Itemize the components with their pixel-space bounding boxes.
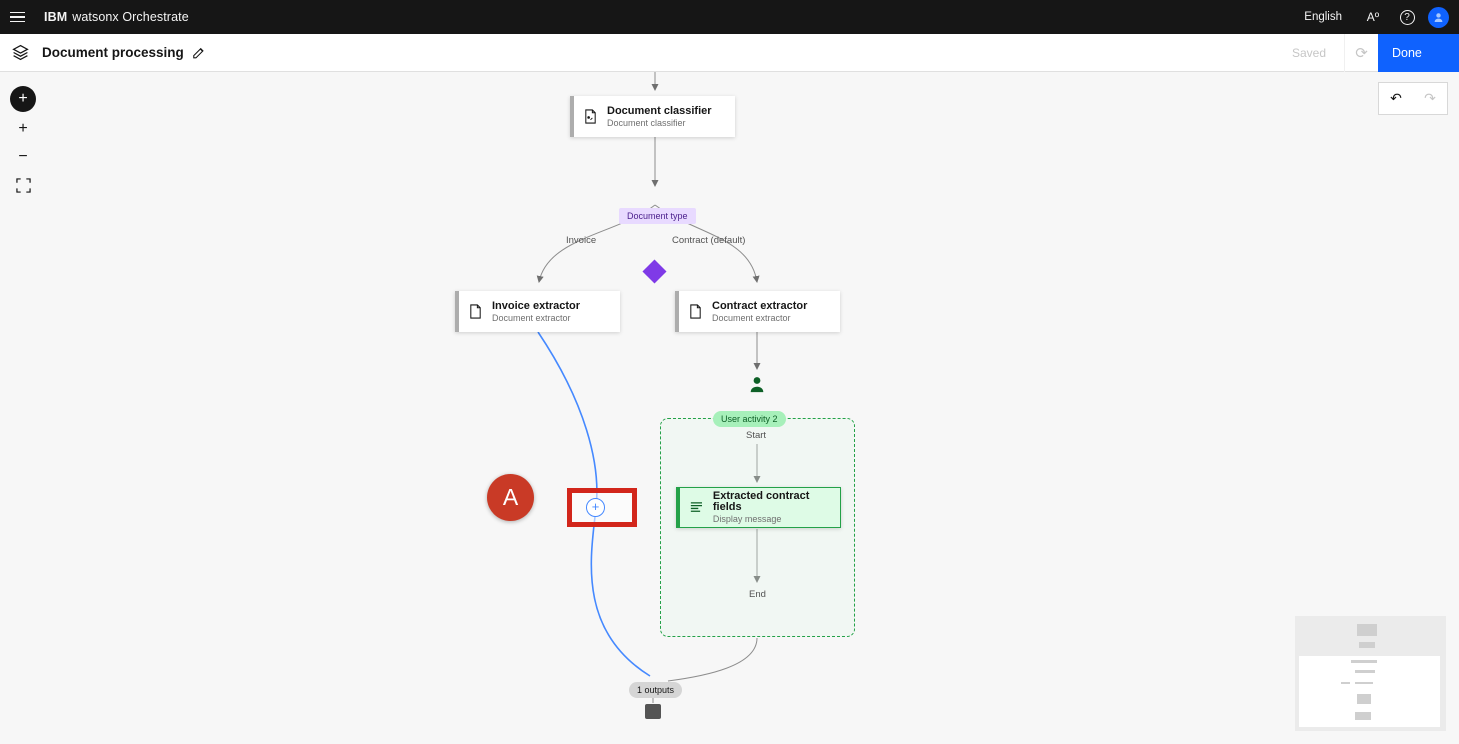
brand-title: IBM watsonx Orchestrate <box>44 10 189 24</box>
help-icon[interactable]: ? <box>1390 0 1424 34</box>
user-activity-icon[interactable] <box>748 375 766 394</box>
branch-label-contract: Contract (default) <box>672 235 745 246</box>
node-extracted-contract-fields[interactable]: Extracted contract fields Display messag… <box>676 487 841 528</box>
app-header: IBM watsonx Orchestrate English Aº ? <box>0 0 1459 34</box>
display-message-icon <box>689 500 704 515</box>
version-history-icon[interactable]: ⟳ <box>1344 34 1378 72</box>
minimap-node <box>1355 712 1371 720</box>
outputs-badge[interactable]: 1 outputs <box>629 682 682 698</box>
node-document-classifier[interactable]: Document classifier Document classifier <box>570 96 735 137</box>
node-title: Extracted contract fields <box>713 491 840 513</box>
canvas-tools: + + − <box>8 86 38 196</box>
node-subtitle: Display message <box>713 515 840 524</box>
flow-title: Document processing <box>42 45 184 60</box>
minimap-node <box>1357 624 1377 636</box>
avatar[interactable] <box>1428 7 1449 28</box>
flow-edges <box>0 72 1459 744</box>
node-title: Invoice extractor <box>492 301 580 312</box>
flow-end-node[interactable] <box>645 704 661 719</box>
undo-redo-panel: ↶ ↷ <box>1378 82 1448 115</box>
minimap-node <box>1355 670 1375 673</box>
node-subtitle: Document extractor <box>712 314 807 323</box>
save-status: Saved <box>1292 46 1326 60</box>
document-extractor-icon <box>688 304 703 319</box>
flow-canvas[interactable]: Document classifier Document classifier … <box>0 72 1459 744</box>
minimap-node <box>1359 642 1375 648</box>
branch-label-invoice: Invoice <box>566 235 596 246</box>
user-icon <box>1433 12 1444 23</box>
document-classifier-icon <box>583 109 598 124</box>
node-subtitle: Document classifier <box>607 119 712 128</box>
menu-icon[interactable] <box>0 0 34 34</box>
brand-prefix: IBM <box>44 10 67 24</box>
fit-to-screen-icon[interactable] <box>11 174 35 196</box>
node-title: Contract extractor <box>712 301 807 312</box>
text-settings-icon[interactable]: Aº <box>1356 0 1390 34</box>
layers-icon[interactable] <box>0 34 40 72</box>
brand-name: watsonx Orchestrate <box>72 10 189 24</box>
minimap-node <box>1357 694 1371 704</box>
annotation-marker-a: A <box>487 474 534 521</box>
end-label: End <box>749 589 766 600</box>
add-node-button[interactable]: + <box>10 86 36 112</box>
minimap[interactable] <box>1295 616 1446 731</box>
user-activity-label[interactable]: User activity 2 <box>713 411 786 427</box>
edit-title-icon[interactable] <box>192 46 206 60</box>
node-subtitle: Document extractor <box>492 314 580 323</box>
node-title: Document classifier <box>607 106 712 117</box>
add-node-on-edge-button[interactable]: + <box>586 498 605 517</box>
language-selector[interactable]: English <box>1290 11 1356 23</box>
decision-label: Document type <box>619 208 696 224</box>
start-label: Start <box>746 430 766 441</box>
minimap-node <box>1351 660 1377 663</box>
redo-icon[interactable]: ↷ <box>1424 90 1436 107</box>
node-invoice-extractor[interactable]: Invoice extractor Document extractor <box>455 291 620 332</box>
done-button[interactable]: Done <box>1378 34 1459 72</box>
document-extractor-icon <box>468 304 483 319</box>
zoom-out-button[interactable]: − <box>11 146 35 168</box>
node-contract-extractor[interactable]: Contract extractor Document extractor <box>675 291 840 332</box>
undo-icon[interactable]: ↶ <box>1390 90 1402 107</box>
minimap-node <box>1355 682 1373 684</box>
zoom-in-button[interactable]: + <box>11 118 35 140</box>
minimap-node <box>1341 682 1350 684</box>
flow-toolbar: Document processing Saved ⟳ Done <box>0 34 1459 72</box>
